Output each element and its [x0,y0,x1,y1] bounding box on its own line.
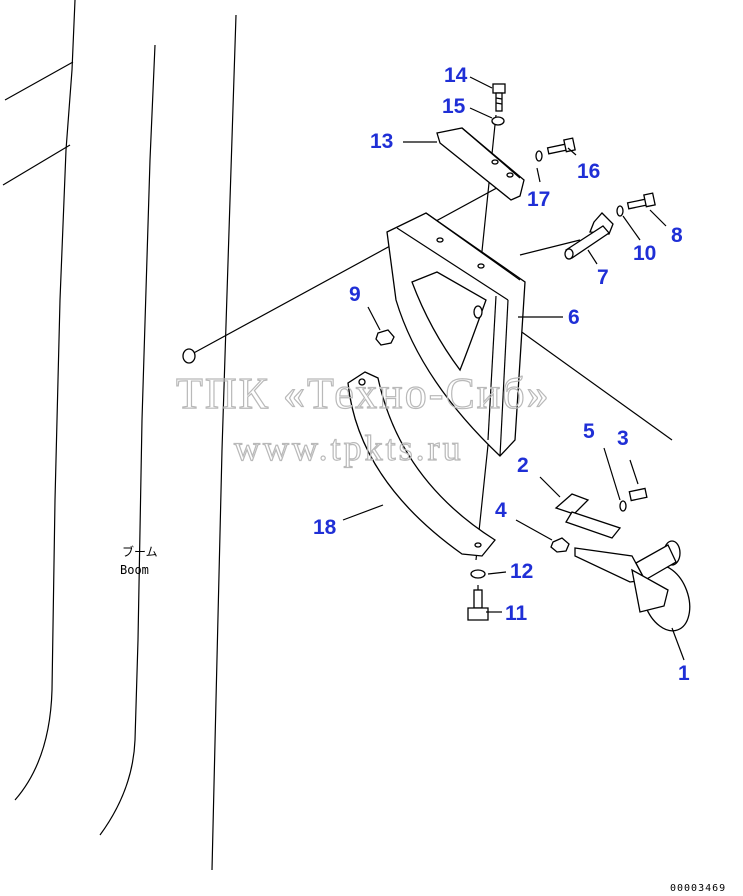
part-4-nut [550,537,570,553]
callout-10: 10 [633,242,656,265]
part-3-bolt [628,487,648,502]
callout-3: 3 [617,427,629,450]
boom-label-en: Boom [120,563,149,577]
part-6-holder [386,212,526,457]
watermark-company: ТПК «Техно-Сиб» [176,369,551,418]
part-9-nut [375,329,395,346]
drawing-code: 00003469 [670,883,726,894]
part-15-washer [491,116,505,126]
part-1-wheel [574,540,691,632]
watermark-url: www.tpkts.ru [234,428,464,468]
callout-2: 2 [517,454,529,477]
boom-outline [2,0,237,871]
part-8-bolt [626,192,656,210]
callout-7: 7 [597,266,609,289]
callout-9: 9 [349,283,361,306]
part-2-clip [554,493,622,539]
callout-8: 8 [671,224,683,247]
callout-17: 17 [527,188,550,211]
callout-13: 13 [370,130,393,153]
part-17-washer [535,150,543,162]
part-7-pin [564,212,614,260]
callout-4: 4 [495,499,507,522]
callout-12: 12 [510,560,533,583]
marker-disc [182,348,196,364]
leader-lines [342,76,685,661]
callout-18: 18 [313,516,337,539]
part-10-washer [616,205,624,217]
callout-6: 6 [568,306,580,329]
callout-15: 15 [442,95,466,118]
part-16-bolt [546,137,576,155]
callout-16: 16 [577,160,600,183]
part-14-bolt [492,83,506,112]
callout-14: 14 [444,64,468,87]
part-5-washer [619,500,627,512]
callout-11: 11 [505,602,528,625]
callout-5: 5 [583,420,595,443]
part-12-washer [470,569,486,579]
part-11-bolt [467,589,489,621]
part-13-bracket [436,127,525,201]
boom-label-jp: ブーム [122,544,158,559]
part-18-strap [347,371,496,557]
callout-1: 1 [678,662,690,685]
